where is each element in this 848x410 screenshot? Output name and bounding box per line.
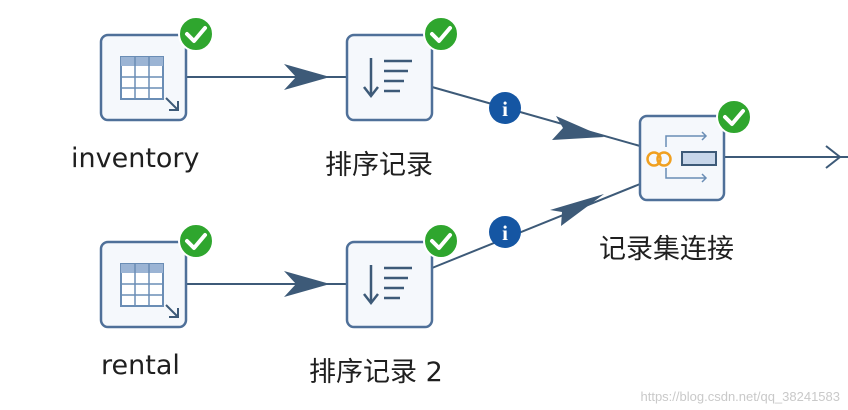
- info-badge-sort1-merge[interactable]: i: [489, 92, 521, 124]
- hop-rental-to-sort2[interactable]: [186, 271, 347, 297]
- table-input-icon: [120, 56, 179, 111]
- ok-badge-merge-join: [716, 99, 752, 135]
- hop-arrow-icon: [552, 116, 604, 140]
- watermark: https://blog.csdn.net/qq_38241583: [640, 389, 841, 404]
- info-icon: [489, 216, 521, 248]
- check-icon: [423, 223, 459, 259]
- info-badge-glyph: i: [502, 221, 508, 245]
- step-rental[interactable]: [99, 240, 188, 329]
- step-label-merge-join: 记录集连接: [599, 234, 734, 265]
- ok-badge-sort1: [423, 16, 459, 52]
- step-merge-join[interactable]: [638, 114, 726, 202]
- hop-arrow-icon: [284, 64, 330, 90]
- info-badge-glyph: i: [502, 97, 508, 121]
- step-sort2[interactable]: [345, 240, 434, 329]
- hop-arrow-icon: [825, 145, 842, 169]
- ok-badge-rental: [178, 223, 214, 259]
- check-icon: [423, 16, 459, 52]
- sort-rows-icon: [363, 265, 412, 306]
- hop-merge-to-next[interactable]: [724, 145, 848, 169]
- step-label-inventory: inventory: [71, 143, 200, 174]
- check-icon: [716, 99, 752, 135]
- merge-join-icon: [646, 131, 717, 183]
- ok-badge-sort2: [423, 223, 459, 259]
- hop-arrow-icon: [284, 271, 330, 297]
- check-icon: [178, 16, 214, 52]
- step-label-sort1: 排序记录: [325, 150, 433, 181]
- ok-badge-inventory: [178, 16, 214, 52]
- step-label-sort2: 排序记录 2: [309, 357, 443, 388]
- step-inventory[interactable]: [99, 33, 188, 122]
- info-icon: [489, 92, 521, 124]
- hop-inventory-to-sort1[interactable]: [186, 64, 347, 90]
- table-input-icon: [120, 263, 179, 318]
- hop-sort2-to-merge[interactable]: [431, 183, 641, 269]
- step-label-rental: rental: [101, 350, 180, 381]
- info-badge-sort2-merge[interactable]: i: [489, 216, 521, 248]
- sort-rows-icon: [363, 58, 412, 99]
- check-icon: [178, 223, 214, 259]
- step-sort1[interactable]: [345, 33, 434, 122]
- hop-sort1-to-merge[interactable]: [431, 86, 641, 147]
- hop-arrow-icon: [550, 194, 604, 226]
